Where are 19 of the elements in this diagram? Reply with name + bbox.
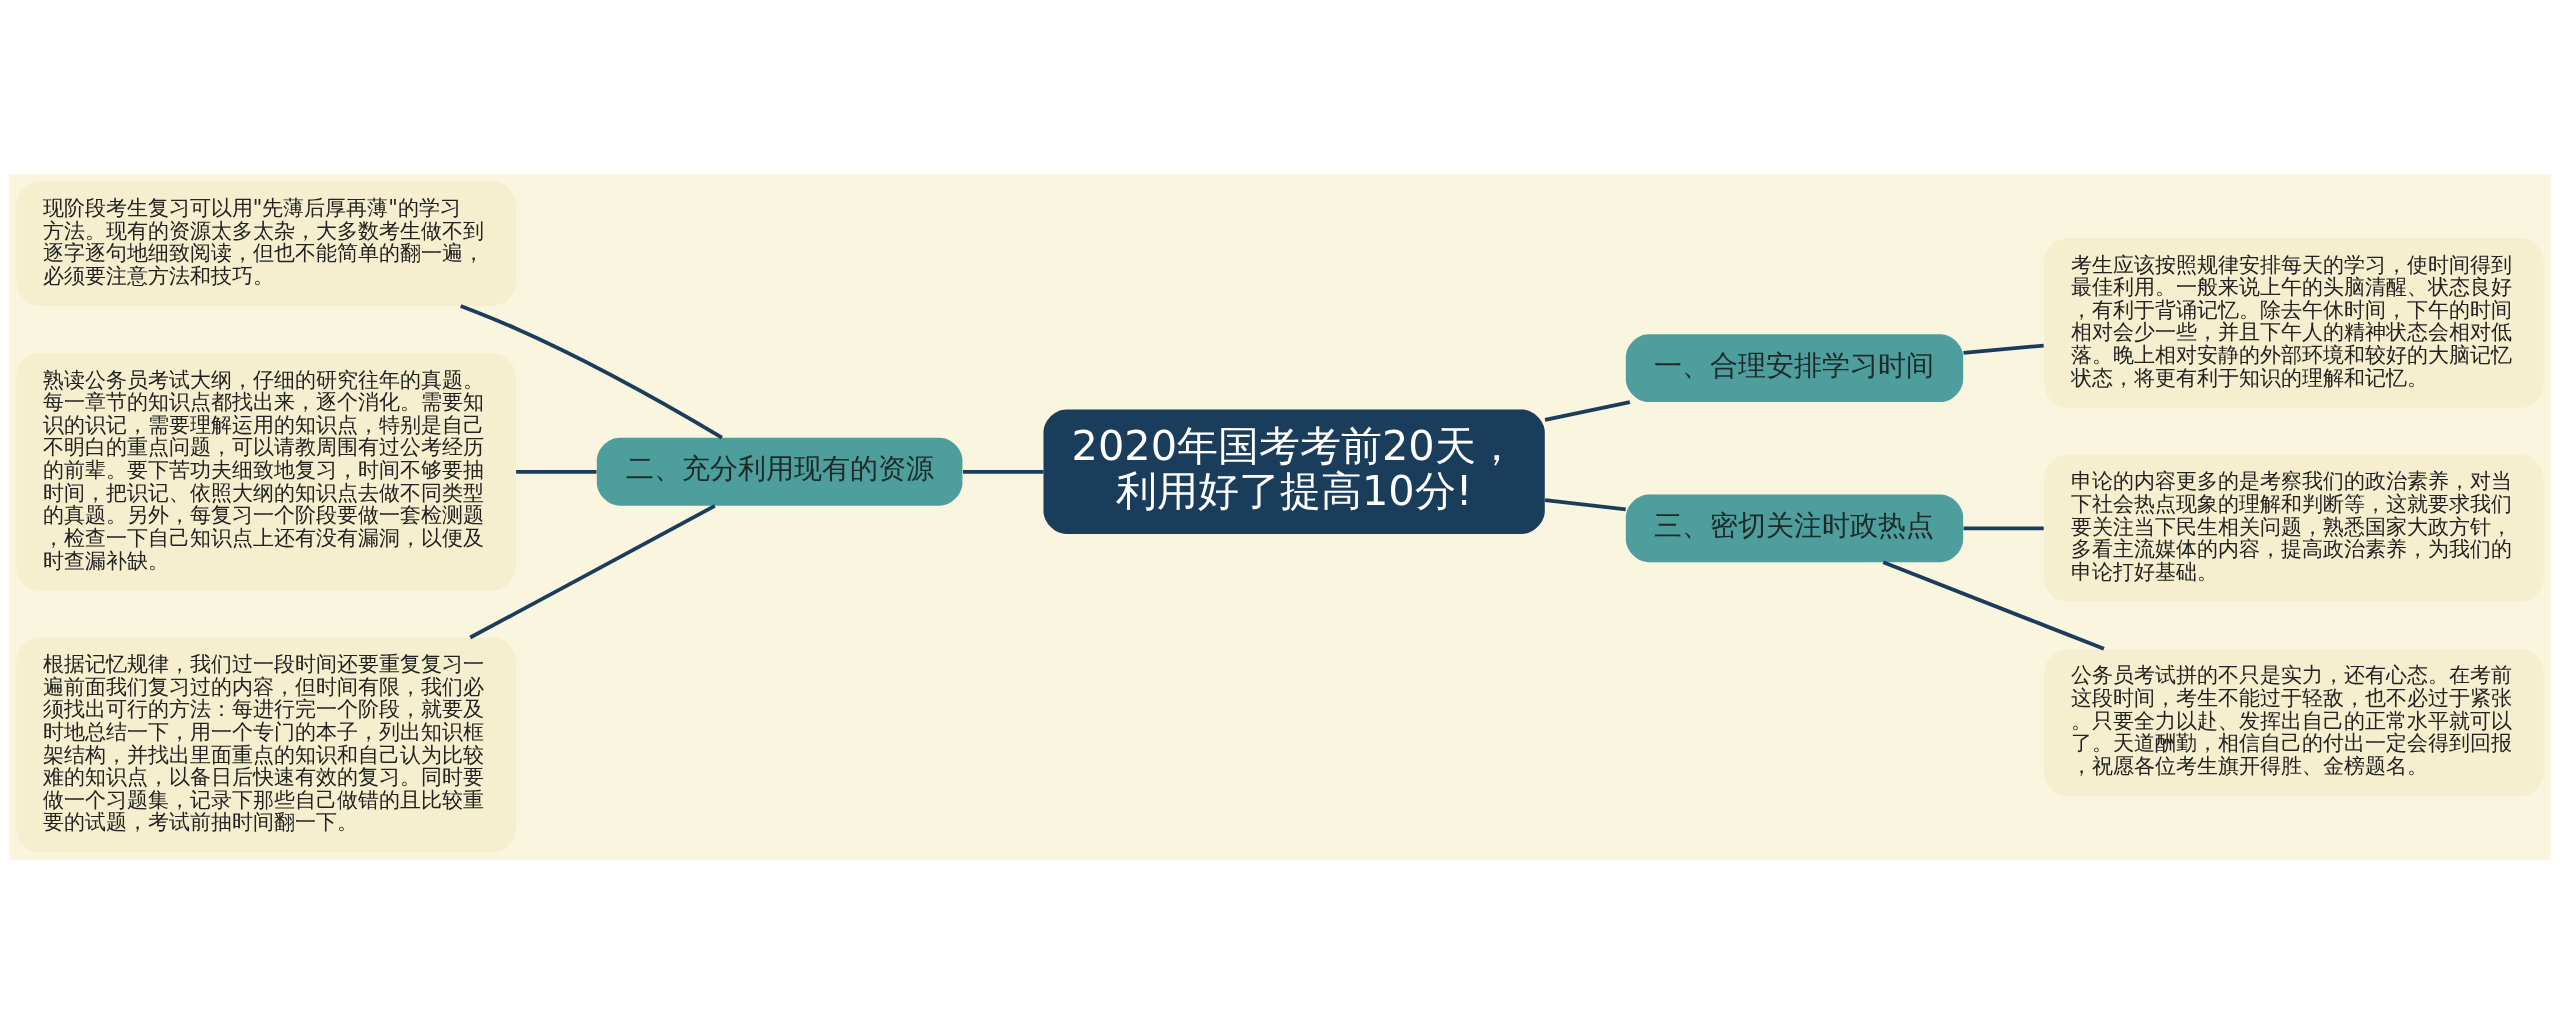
node-box: 二、充分利用现有的资源 bbox=[596, 437, 963, 506]
connector bbox=[1882, 560, 2105, 651]
connector bbox=[516, 469, 597, 474]
node-box: 熟读公务员考试大纲，仔细的研究往年的真题。每一章节的知识点都找出来，逐个消化。需要知识的识记，需要理解运用的知识点，特别是自己不明白的重点问题，可以请教周围有过公考经历的前辈。要下苦功夫细致地复习，时间不够要抽时间，把识记、依照大纲的知识点去做不同类型的真题。另外，每复习一个阶段要做一套检测题，检查一下自己知识点上还有没有漏洞，以便及时查漏补缺。 bbox=[16, 353, 516, 591]
node-box: 根据记忆规律，我们过一段时间还要重复复习一遍前面我们复习过的内容，但时间有限，我们必须找出可行的方法：每进行完一个阶段，就要及时地总结一下，用一个专门的本子，列出知识框架结构，并找出里面重点的知识和自己认为比较难的知识点，以备日后快速有效的复习。同时要做一个习题集，记录下那些自己做错的且比较重要的试题，考试前抽时间翻一下。 bbox=[16, 637, 516, 853]
connector bbox=[963, 469, 1044, 474]
node-box: 现阶段考生复习可以用"先薄后厚再薄"的学习方法。现有的资源太多太杂，大多数考生做不到逐字逐句地细致阅读，但也不能简单的翻一遍，必须要注意方法和技巧。 bbox=[16, 181, 516, 306]
node-box: 一、合理安排学习时间 bbox=[1625, 334, 1964, 403]
connector bbox=[1963, 343, 2044, 355]
connector bbox=[1544, 400, 1631, 422]
node-box: 公务员考试拼的不只是实力，还有心态。在考前这段时间，考生不能过于轻敌，也不必过于紧张。只要全力以赴、发挥出自己的正常水平就可以了。天道酬勤，相信自己的付出一定会得到回报，祝愿各位考生旗开得胜、金榜题名。 bbox=[2044, 648, 2544, 796]
node-box: 申论的内容更多的是考察我们的政治素养，对当下社会热点现象的理解和判断等，这就要求我们要关注当下民生相关问题，熟悉国家大政方针，多看主流媒体的内容，提高政治素养，为我们的申论打好基础。 bbox=[2044, 454, 2544, 602]
node-box: 考生应该按照规律安排每天的学习，使时间得到最佳利用。一般来说上午的头脑清醒、状态良好，有利于背诵记忆。除去午休时间，下午的时间相对会少一些，并且下午人的精神状态会相对低落。晚上相对安静的外部环境和较好的大脑记忆状态，将更有利于知识的理解和记忆。 bbox=[2044, 238, 2544, 408]
node-box: 三、密切关注时政热点 bbox=[1625, 494, 1964, 563]
connector bbox=[1544, 498, 1626, 512]
connector bbox=[1963, 526, 2044, 531]
connector bbox=[469, 504, 716, 640]
node-box: 2020年国考考前20天，利用好了提高10分! bbox=[1043, 409, 1545, 534]
connector bbox=[460, 304, 723, 440]
